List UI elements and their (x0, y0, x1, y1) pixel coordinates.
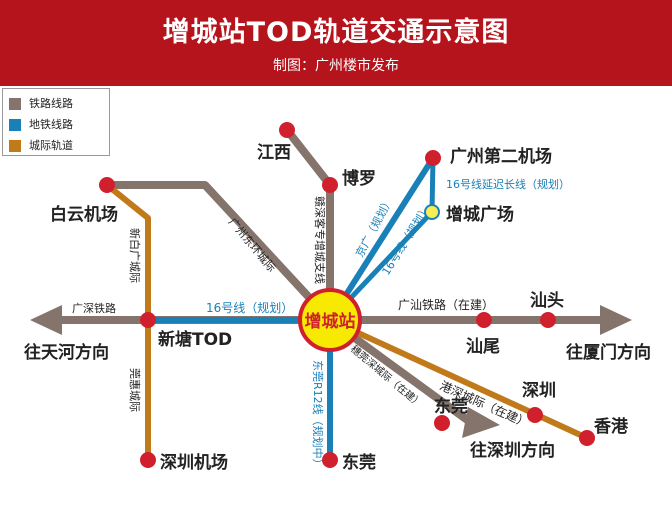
legend-label-railway: 铁路线路 (29, 97, 73, 110)
label-shenzhen: 深圳 (522, 380, 556, 401)
page-subtitle: 制图：广州楼市发布 (273, 58, 399, 74)
direction-shenzhen: 往深圳方向 (470, 440, 555, 461)
station-dot-jiangxi[interactable] (279, 122, 295, 138)
legend-item-railway: 铁路线路 (9, 95, 73, 110)
line-label-dongguan-r12: 东莞R12线（规划中） (311, 360, 325, 470)
label-gz-airport2: 广州第二机场 (450, 146, 552, 167)
label-shenzhen-airport: 深圳机场 (160, 452, 228, 473)
legend-swatch-intercity (9, 140, 21, 152)
label-dongguan-mid: 东莞 (434, 396, 468, 417)
station-dot-hongkong[interactable] (579, 430, 595, 446)
hub-label: 增城站 (305, 311, 356, 332)
station-dot-dongguan-mid[interactable] (434, 415, 450, 431)
line-label-guanhui: 莞惠城际 (128, 368, 142, 412)
line-label-16: 16号线（规划） (206, 300, 293, 315)
label-zengcheng-square: 增城广场 (446, 204, 514, 225)
label-baiyun-airport: 白云机场 (50, 204, 118, 225)
label-hongkong: 香港 (594, 416, 629, 437)
legend-swatch-railway (9, 98, 21, 110)
line-label-guangzhou-east-ring: 广州东环城际 (226, 216, 278, 275)
label-boluo: 博罗 (342, 168, 376, 189)
line-label-ganshen: 赣深客专增城支线 (313, 196, 327, 284)
page-title: 增城站TOD轨道交通示意图 (162, 17, 510, 48)
label-xintang: 新塘TOD (158, 329, 232, 350)
legend-swatch-metro (9, 119, 21, 131)
arrow-east-xiamen (600, 305, 632, 335)
direction-xiamen: 往厦门方向 (566, 342, 651, 363)
hub-zengcheng-station[interactable] (298, 288, 362, 352)
line-label-guangshen: 广深铁路 (72, 302, 116, 315)
label-dongguan-bottom: 东莞 (342, 452, 376, 473)
station-dot-shenzhen[interactable] (527, 407, 543, 423)
station-dot-dongguan-bottom[interactable] (322, 452, 338, 468)
arrow-west-tianhe (30, 305, 62, 335)
intercity-xinbai-guanhui (105, 182, 151, 460)
station-dot-xintang[interactable] (140, 312, 156, 328)
label-shantou: 汕头 (530, 291, 564, 311)
arrow-southeast-shenzhen (462, 407, 500, 438)
line-label-16-extension: 16号线延迟长线（规划） (446, 177, 570, 191)
label-shanwei: 汕尾 (466, 337, 500, 357)
station-dot-zengcheng-square[interactable] (424, 204, 440, 220)
line-label-guangshan: 广汕铁路（在建） (398, 297, 494, 312)
legend-label-metro: 地铁线路 (29, 118, 73, 131)
header-banner: 增城站TOD轨道交通示意图 制图：广州楼市发布 (0, 0, 672, 86)
legend-label-intercity: 城际轨道 (29, 139, 73, 152)
railway-line-jiangxi (283, 127, 334, 188)
station-dot-boluo[interactable] (322, 177, 338, 193)
station-dot-shenzhen-airport[interactable] (140, 452, 156, 468)
legend-item-metro: 地铁线路 (9, 116, 73, 131)
legend-item-intercity: 城际轨道 (9, 137, 73, 152)
railway-line-baiyun (107, 181, 333, 323)
station-dot-shantou[interactable] (540, 312, 556, 328)
direction-tianhe: 往天河方向 (24, 342, 109, 363)
station-dot-gz-airport2[interactable] (425, 150, 441, 166)
line-label-xinbai: 新白广城际 (128, 228, 142, 283)
label-jiangxi: 江西 (257, 143, 291, 163)
legend-box: 铁路线路 地铁线路 城际轨道 (2, 88, 110, 156)
station-dot-baiyun-airport[interactable] (99, 177, 115, 193)
intercity-gangshen (328, 317, 589, 441)
station-dot-shanwei[interactable] (476, 312, 492, 328)
